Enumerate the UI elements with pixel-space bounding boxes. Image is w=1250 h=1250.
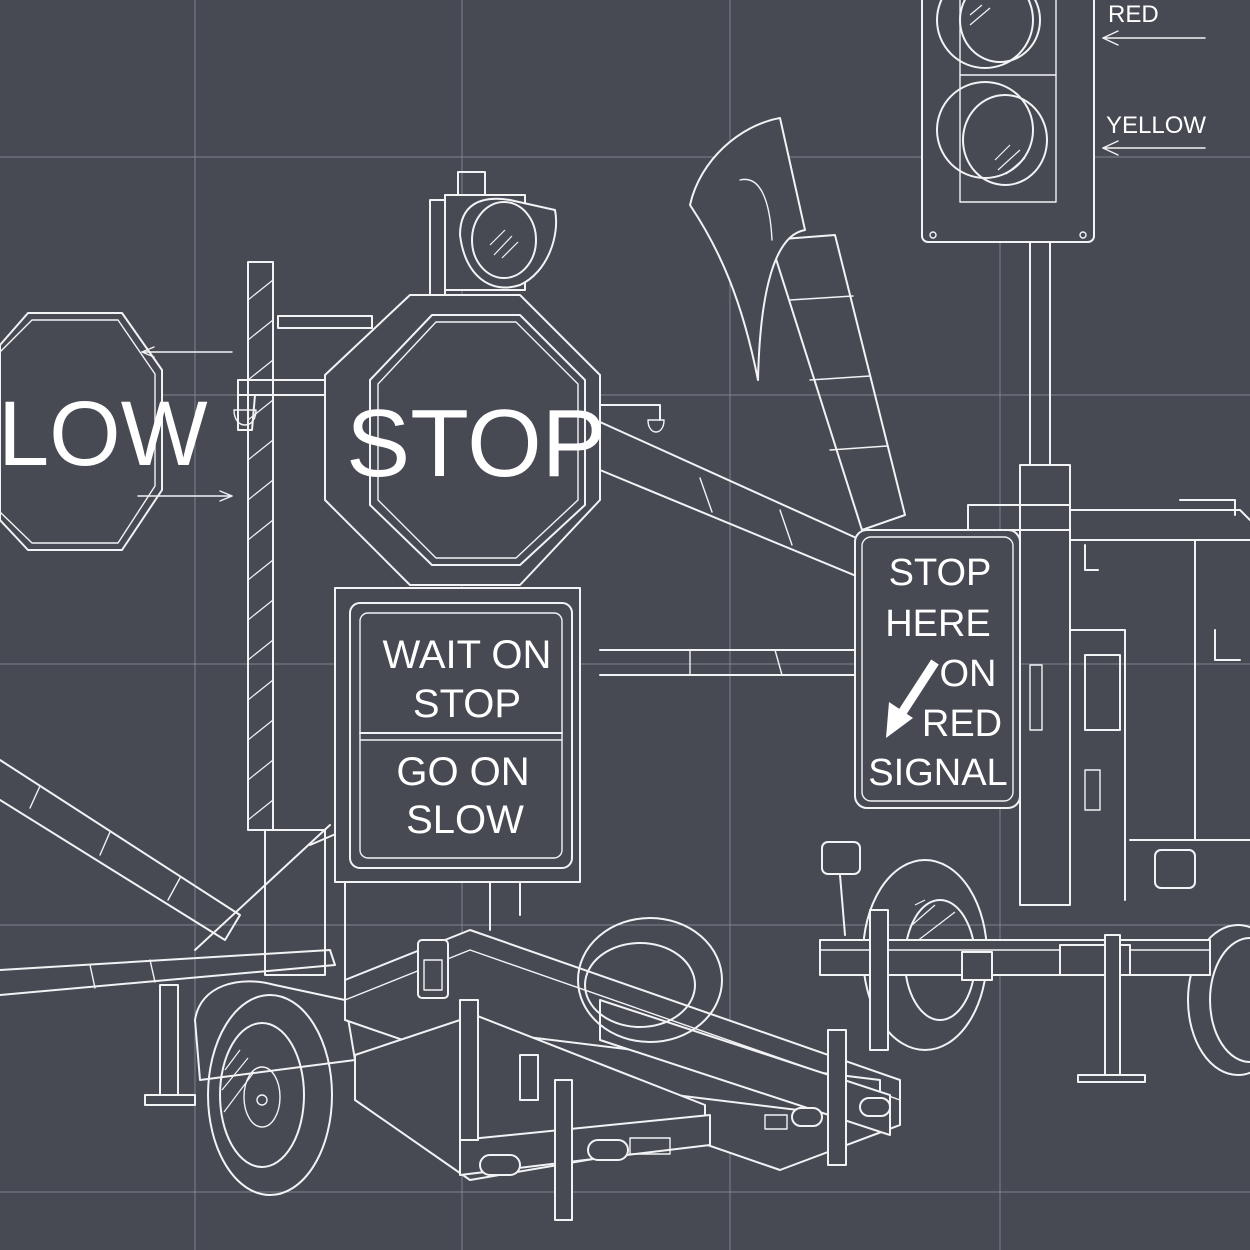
- center-trailer: [144, 824, 901, 1221]
- down-left-arrow-icon: [886, 659, 939, 738]
- wait-panel-line4: SLOW: [406, 798, 524, 842]
- stop-here-line3: ON: [940, 653, 997, 695]
- signal-callouts: RED YELLOW: [1102, 1, 1206, 156]
- slow-paddle-sign: LOW: [0, 312, 208, 551]
- yellow-callout-label: YELLOW: [1106, 112, 1206, 139]
- rotation-arrows: [137, 346, 233, 502]
- stop-here-line1: STOP: [889, 552, 992, 594]
- stop-here-line2: HERE: [885, 603, 991, 645]
- stop-paddle-text: STOP: [346, 390, 606, 497]
- stop-here-line5: SIGNAL: [868, 752, 1007, 794]
- wait-panel-line2: STOP: [413, 682, 521, 726]
- wait-panel-line3: GO ON: [396, 750, 529, 794]
- raised-gate-arm: [689, 117, 906, 531]
- slow-paddle-text: LOW: [0, 383, 208, 485]
- stop-sign-lamp: [429, 171, 557, 296]
- left-gate-arm: [0, 759, 336, 996]
- wait-panel-line1: WAIT ON: [383, 633, 552, 677]
- right-trailer: [819, 239, 1250, 1083]
- stop-here-sign: STOP HERE ON RED SIGNAL: [854, 529, 1021, 809]
- wait-on-stop-panel: WAIT ON STOP GO ON SLOW: [334, 587, 581, 883]
- stop-here-line4: RED: [922, 703, 1002, 745]
- traffic-signal-head: [921, 0, 1095, 243]
- red-callout-label: RED: [1108, 1, 1159, 28]
- stop-paddle-sign: STOP: [233, 294, 665, 586]
